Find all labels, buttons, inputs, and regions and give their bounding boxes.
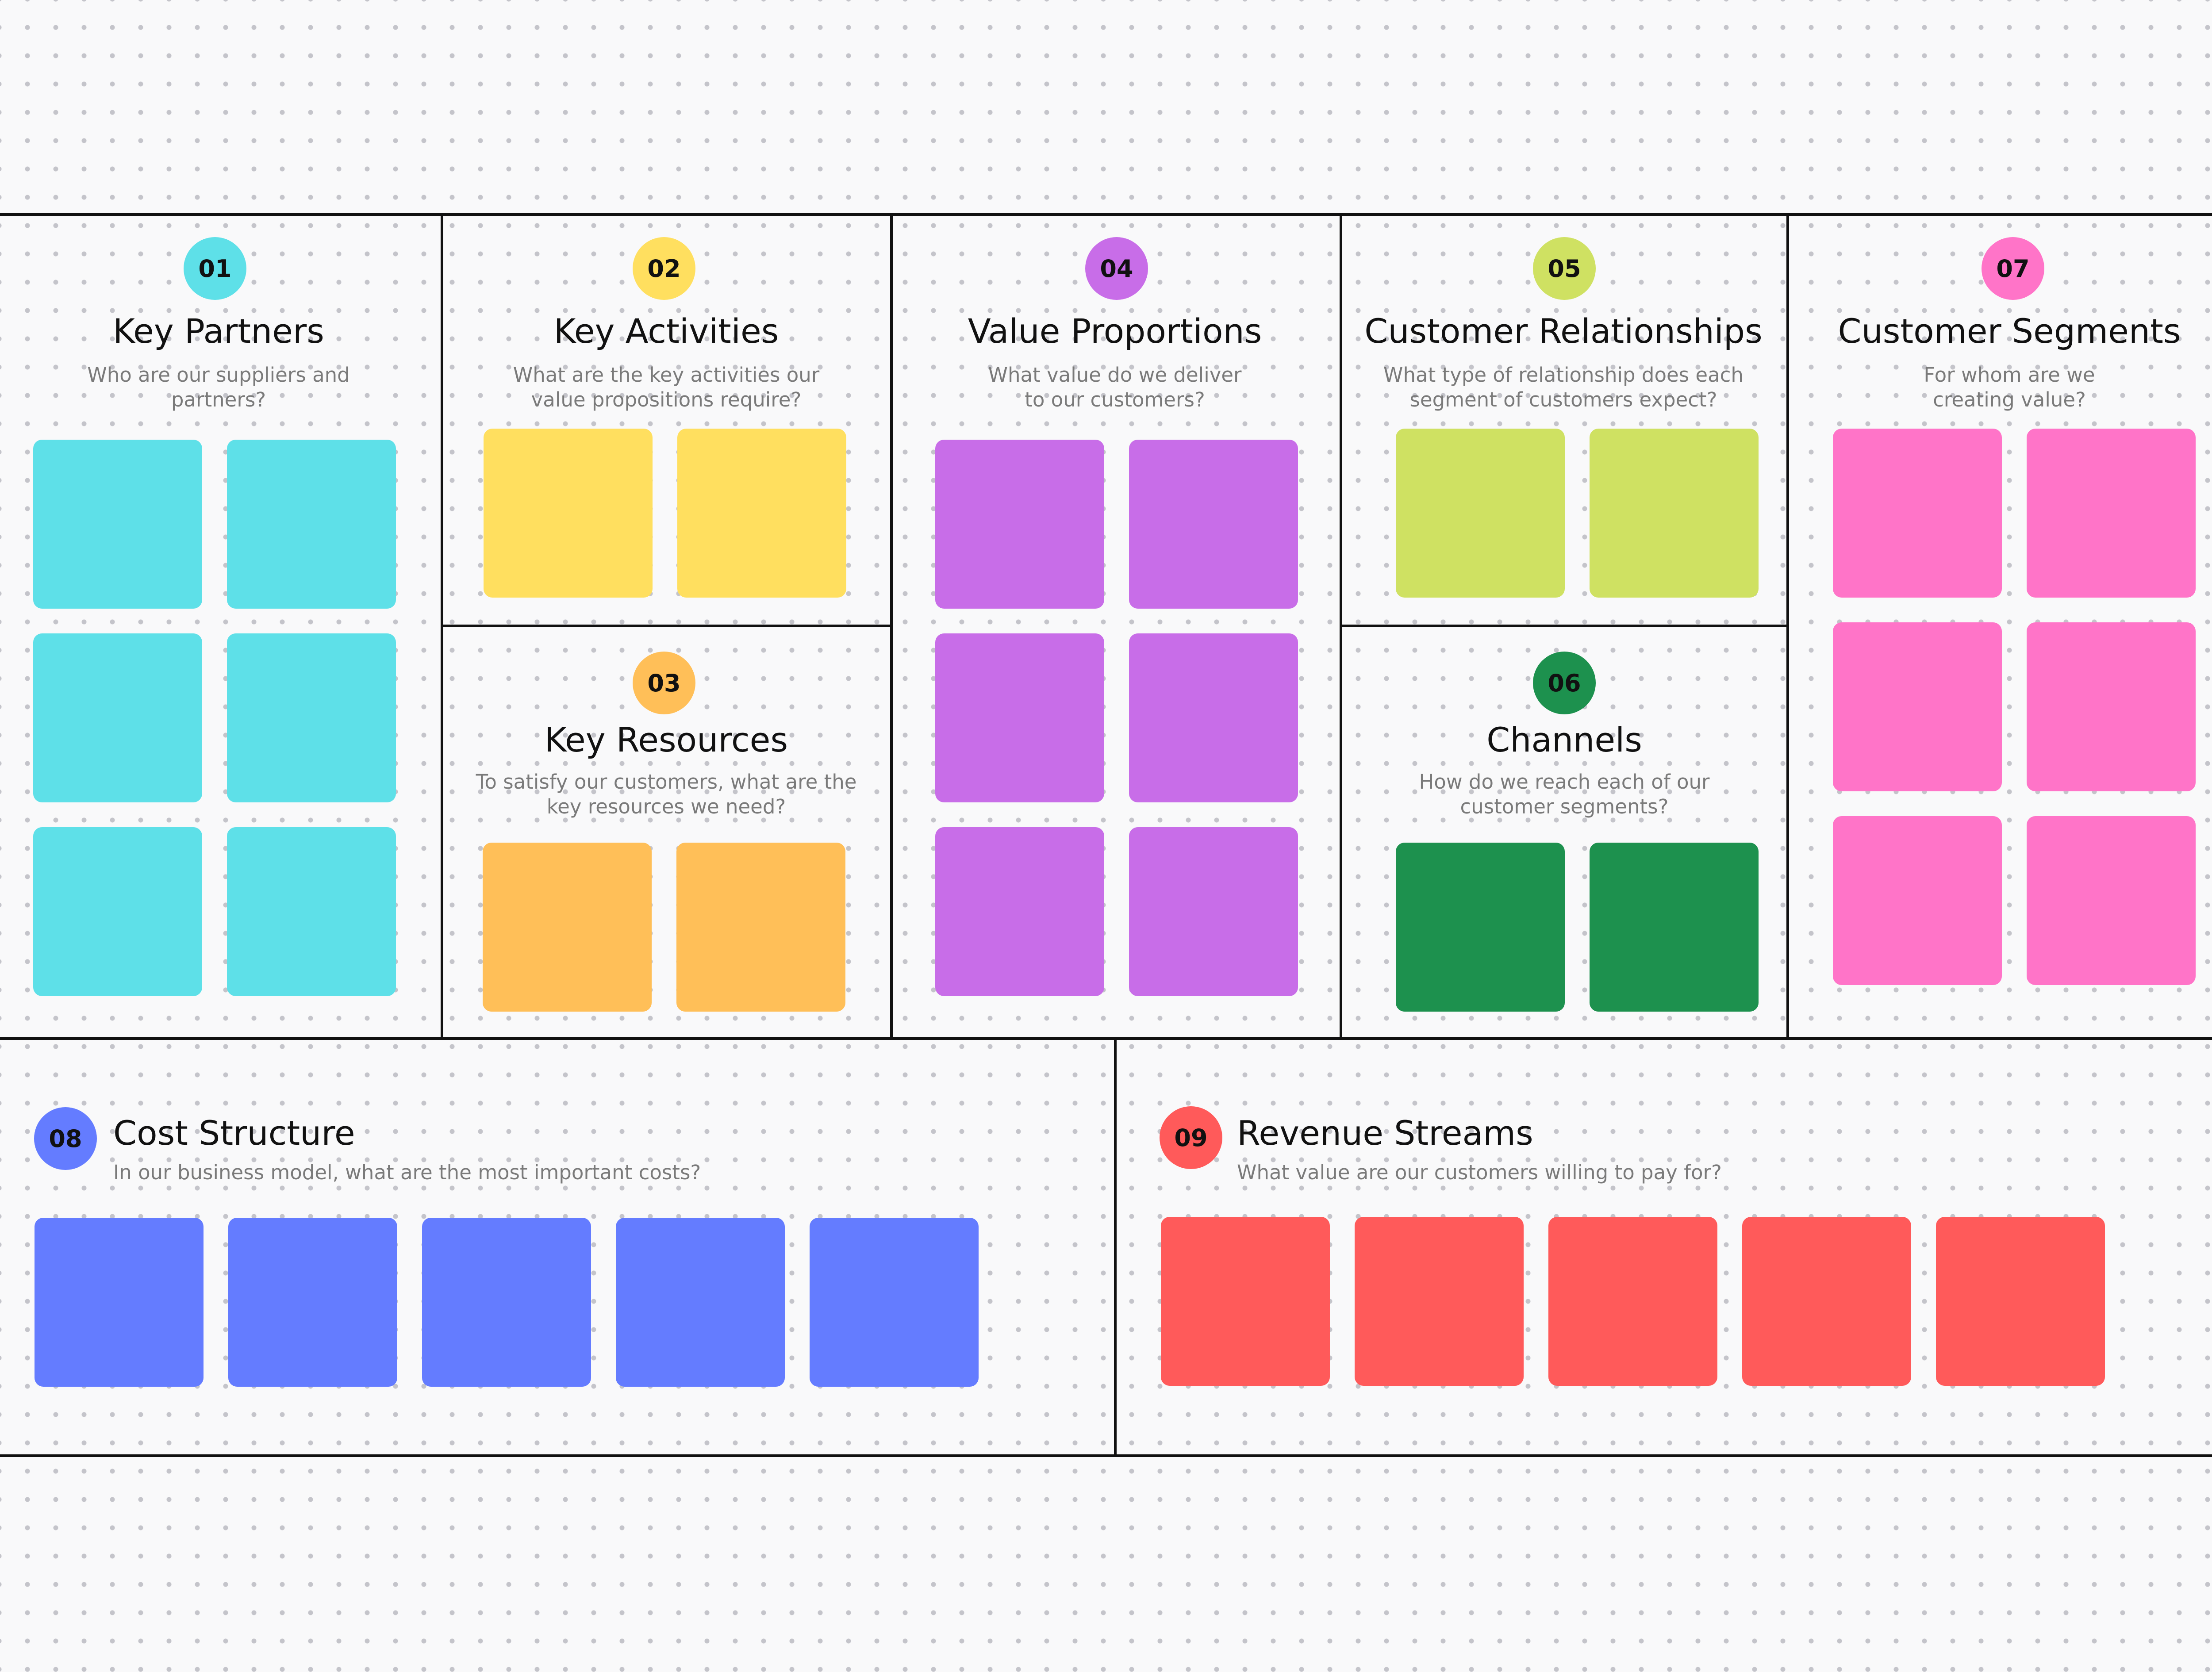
key-resources-title: Key Resources (544, 720, 788, 759)
customer-segments-title: Customer Segments (1838, 311, 2181, 351)
customer-segments-number-badge: 07 (1982, 237, 2044, 300)
section-channels: 06 Channels How do we reach each of our … (1342, 627, 1786, 1037)
divider-cost-revenue (1114, 1037, 1117, 1457)
canvas-bottom-border (0, 1454, 2212, 1457)
customer-relationships-number-badge: 05 (1533, 237, 1596, 300)
revenue-streams-sticky-note[interactable] (1936, 1217, 2105, 1386)
key-activities-title: Key Activities (553, 311, 779, 351)
cost-structure-sticky-note[interactable] (616, 1218, 785, 1387)
value-proportions-sticky-note[interactable] (935, 440, 1104, 609)
canvas-top-border (0, 213, 2212, 216)
key-partners-sticky-note[interactable] (33, 440, 202, 609)
key-partners-number-badge: 01 (184, 237, 246, 300)
key-activities-sticky-note[interactable] (484, 429, 653, 598)
section-customer-relationships: 05 Customer Relationships What type of r… (1342, 216, 1786, 625)
revenue-streams-title: Revenue Streams (1237, 1113, 1533, 1153)
section-customer-segments: 07 Customer Segments For whom are we cre… (1789, 216, 2212, 1037)
value-proportions-title: Value Proportions (968, 311, 1262, 351)
customer-segments-sticky-note[interactable] (2027, 816, 2196, 985)
revenue-streams-number-badge: 09 (1160, 1106, 1222, 1169)
customer-relationships-sticky-note[interactable] (1590, 429, 1759, 598)
value-proportions-sticky-note[interactable] (1129, 440, 1298, 609)
channels-sticky-note[interactable] (1396, 843, 1565, 1012)
customer-segments-sticky-note[interactable] (2027, 429, 2196, 598)
revenue-streams-sticky-note[interactable] (1742, 1217, 1911, 1386)
channels-question: How do we reach each of our customer seg… (1419, 770, 1710, 818)
value-proportions-sticky-note[interactable] (1129, 827, 1298, 996)
customer-segments-sticky-note[interactable] (1833, 622, 2002, 791)
value-proportions-sticky-note[interactable] (935, 633, 1104, 802)
cost-structure-title: Cost Structure (113, 1113, 355, 1153)
section-value-proportions: 04 Value Proportions What value do we de… (893, 216, 1340, 1037)
revenue-streams-question: What value are our customers willing to … (1237, 1161, 1722, 1184)
key-resources-question: To satisfy our customers, what are the k… (476, 770, 857, 818)
customer-relationships-sticky-note[interactable] (1396, 429, 1565, 598)
customer-segments-sticky-note[interactable] (1833, 429, 2002, 598)
channels-title: Channels (1486, 720, 1642, 759)
divider-activities-resources (441, 625, 893, 627)
cost-structure-sticky-note[interactable] (228, 1218, 397, 1387)
channels-sticky-note[interactable] (1590, 843, 1759, 1012)
channels-number-badge: 06 (1533, 652, 1596, 714)
canvas-middle-border (0, 1037, 2212, 1040)
key-activities-number-badge: 02 (633, 237, 695, 300)
key-activities-question: What are the key activities our value pr… (513, 363, 820, 411)
customer-relationships-title: Customer Relationships (1364, 311, 1763, 351)
section-key-partners: 01 Key Partners Who are our suppliers an… (0, 216, 441, 1037)
cost-structure-number-badge: 08 (34, 1107, 97, 1170)
revenue-streams-sticky-note[interactable] (1161, 1217, 1330, 1386)
section-key-resources: 03 Key Resources To satisfy our customer… (443, 627, 890, 1037)
customer-relationships-question: What type of relationship does each segm… (1383, 363, 1743, 411)
key-partners-sticky-note[interactable] (227, 440, 396, 609)
key-resources-number-badge: 03 (633, 652, 695, 714)
value-proportions-number-badge: 04 (1085, 237, 1148, 300)
value-proportions-sticky-note[interactable] (935, 827, 1104, 996)
section-revenue-streams: 09 Revenue Streams What value are our cu… (1117, 1040, 2212, 1454)
section-key-activities: 02 Key Activities What are the key activ… (443, 216, 890, 625)
cost-structure-question: In our business model, what are the most… (113, 1161, 701, 1184)
key-partners-question: Who are our suppliers and partners? (87, 363, 350, 411)
key-partners-sticky-note[interactable] (227, 827, 396, 996)
revenue-streams-sticky-note[interactable] (1355, 1217, 1524, 1386)
customer-segments-question: For whom are we creating value? (1924, 363, 2095, 411)
key-activities-sticky-note[interactable] (677, 429, 846, 598)
key-resources-sticky-note[interactable] (676, 843, 845, 1012)
key-resources-sticky-note[interactable] (483, 843, 652, 1012)
customer-segments-sticky-note[interactable] (1833, 816, 2002, 985)
value-proportions-question: What value do we deliver to our customer… (988, 363, 1242, 411)
revenue-streams-sticky-note[interactable] (1548, 1217, 1717, 1386)
key-partners-sticky-note[interactable] (33, 633, 202, 802)
cost-structure-sticky-note[interactable] (422, 1218, 591, 1387)
key-partners-title: Key Partners (113, 311, 324, 351)
key-partners-sticky-note[interactable] (33, 827, 202, 996)
cost-structure-sticky-note[interactable] (35, 1218, 204, 1387)
divider-relationships-channels (1340, 625, 1789, 627)
key-partners-sticky-note[interactable] (227, 633, 396, 802)
cost-structure-sticky-note[interactable] (810, 1218, 979, 1387)
customer-segments-sticky-note[interactable] (2027, 622, 2196, 791)
value-proportions-sticky-note[interactable] (1129, 633, 1298, 802)
section-cost-structure: 08 Cost Structure In our business model,… (0, 1040, 1114, 1454)
